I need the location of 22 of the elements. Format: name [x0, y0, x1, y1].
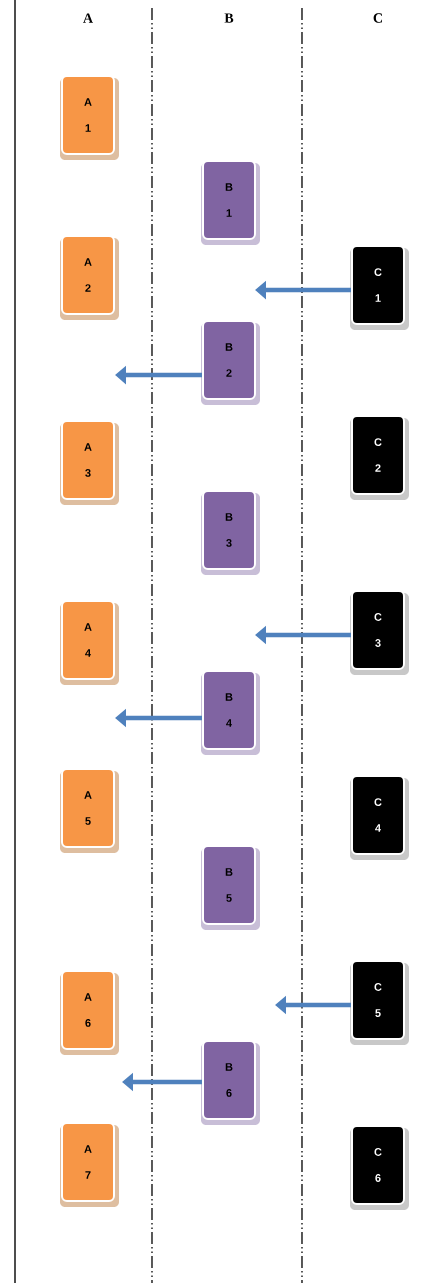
lane-header: B [224, 13, 234, 23]
card: C 5 [350, 960, 409, 1045]
card: A 4 [60, 600, 119, 685]
card: C 2 [350, 415, 409, 500]
card: B 1 [201, 160, 260, 245]
lane-header: C [373, 13, 382, 23]
card: A 1 [60, 75, 119, 160]
card: B 5 [201, 845, 260, 930]
card: C 4 [350, 775, 409, 860]
lane-header: A [83, 13, 93, 23]
card: C 3 [350, 590, 409, 675]
card: C 1 [350, 245, 409, 330]
card: B 2 [201, 320, 260, 405]
card: B 6 [201, 1040, 260, 1125]
card: A 7 [60, 1122, 119, 1207]
card: B 4 [201, 670, 260, 755]
card: B 3 [201, 490, 260, 575]
card: A 2 [60, 235, 119, 320]
card: A 6 [60, 970, 119, 1055]
card: A 5 [60, 768, 119, 853]
card: A 3 [60, 420, 119, 505]
card: C 6 [350, 1125, 409, 1210]
